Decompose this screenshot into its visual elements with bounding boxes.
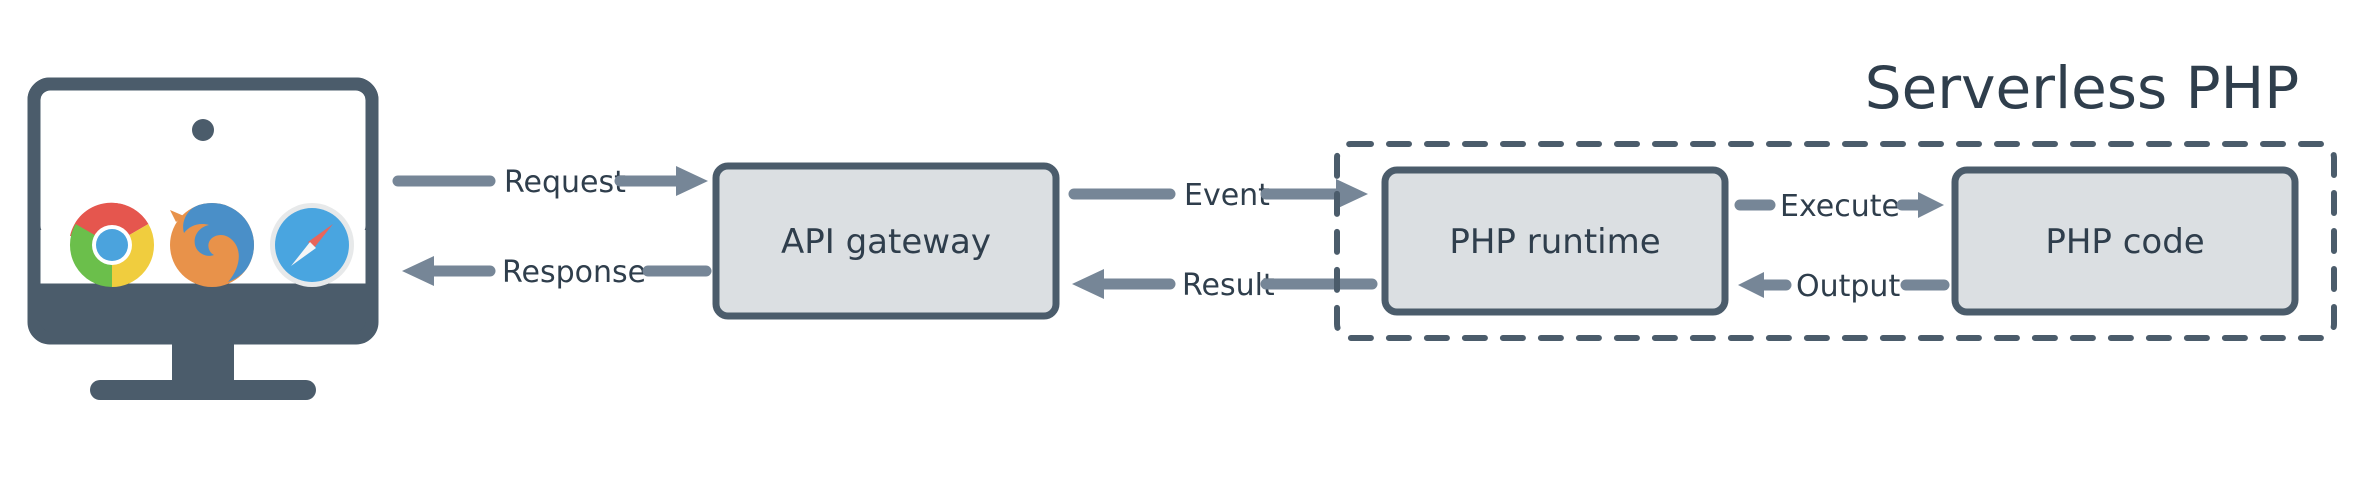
- edge-request: Request: [392, 165, 708, 200]
- node-php-code-label: PHP code: [2045, 222, 2204, 262]
- edge-response: Response: [402, 255, 712, 290]
- serverless-boundary: [1334, 141, 2337, 341]
- edge-response-label: Response: [502, 255, 646, 290]
- edge-execute-label: Execute: [1780, 189, 1900, 224]
- node-php-runtime-label: PHP runtime: [1449, 222, 1660, 262]
- firefox-icon: [170, 203, 254, 287]
- serverless-boundary-title: Serverless PHP: [1865, 54, 2299, 122]
- edge-event: Event: [1068, 178, 1368, 213]
- edge-output-label: Output: [1796, 269, 1900, 304]
- monitor-stand-base: [90, 380, 316, 400]
- node-api-gateway-label: API gateway: [781, 222, 991, 262]
- safari-icon: [270, 203, 354, 287]
- edge-execute: Execute: [1734, 189, 1944, 224]
- chrome-icon: [69, 202, 155, 287]
- monitor-stand-neck: [172, 338, 234, 384]
- node-api-gateway[interactable]: API gateway: [712, 162, 1060, 320]
- edge-result: Result: [1072, 268, 1378, 303]
- client-monitor-icon: [27, 77, 379, 400]
- node-php-code[interactable]: PHP code: [1951, 166, 2299, 316]
- edge-request-label: Request: [504, 165, 626, 200]
- webcam-dot-icon: [192, 119, 214, 141]
- edge-result-label: Result: [1182, 268, 1275, 303]
- edge-event-label: Event: [1184, 178, 1270, 213]
- node-php-runtime[interactable]: PHP runtime: [1381, 166, 1729, 316]
- edge-output: Output: [1738, 269, 1950, 304]
